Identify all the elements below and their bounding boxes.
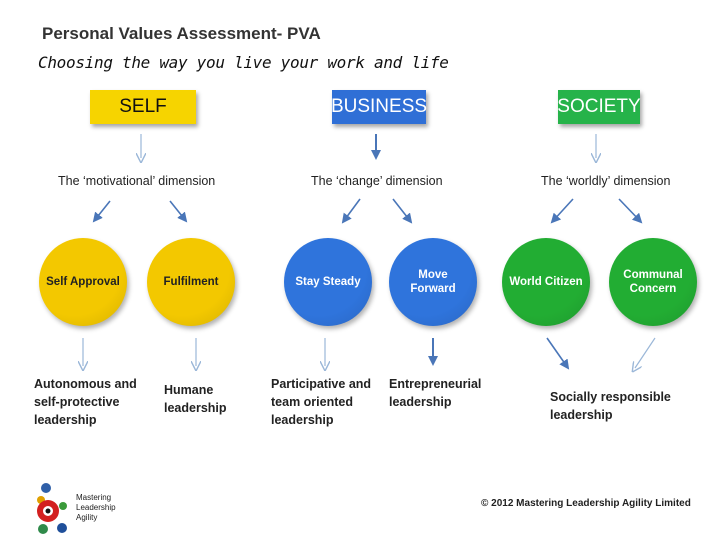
stay-steady-circle: Stay Steady bbox=[284, 238, 372, 326]
communal-concern-circle: Communal Concern bbox=[609, 238, 697, 326]
arrow-to-self-approval bbox=[92, 200, 111, 223]
arrow-to-communal-concern bbox=[618, 198, 643, 224]
arrow-to-fulfilment bbox=[169, 200, 188, 223]
self-header: SELF bbox=[90, 90, 196, 124]
arrow-to-move-forward bbox=[392, 198, 413, 224]
motivational-dimension-label: The ‘motivational’ dimension bbox=[58, 174, 216, 188]
page-title: Personal Values Assessment- PVA bbox=[42, 24, 321, 43]
socially-responsible-leadership-label: Socially responsible leadership bbox=[550, 390, 671, 422]
mastering-leadership-agility-logo bbox=[37, 483, 67, 534]
change-dimension-label: The ‘change’ dimension bbox=[311, 174, 443, 188]
logo-text: Mastering Leadership Agility bbox=[76, 493, 116, 522]
fulfilment-circle: Fulfilment bbox=[147, 238, 235, 326]
arrow-to-world-citizen bbox=[550, 198, 574, 224]
autonomous-leadership-label: Autonomous and self-protective leadershi… bbox=[34, 377, 137, 427]
arrow-communal-concern-to-leadership bbox=[635, 337, 656, 368]
humane-leadership-label: Humane leadership bbox=[164, 383, 227, 415]
move-forward-circle: Move Forward bbox=[389, 238, 477, 326]
entrepreneurial-leadership-label: Entrepreneurial leadership bbox=[389, 377, 482, 409]
participative-leadership-label: Participative and team oriented leadersh… bbox=[271, 377, 372, 427]
page-subtitle: Choosing the way you live your work and … bbox=[38, 53, 449, 72]
society-header: SOCIETY bbox=[557, 90, 641, 124]
self-approval-circle: Self Approval bbox=[39, 238, 127, 326]
copyright-notice: © 2012 Mastering Leadership Agility Limi… bbox=[481, 498, 691, 509]
business-header: BUSINESS bbox=[331, 90, 427, 124]
worldly-dimension-label: The ‘worldly’ dimension bbox=[541, 174, 671, 188]
arrow-world-citizen-to-leadership bbox=[546, 337, 570, 370]
world-citizen-circle: World Citizen bbox=[502, 238, 590, 326]
arrow-to-stay-steady bbox=[341, 198, 361, 224]
